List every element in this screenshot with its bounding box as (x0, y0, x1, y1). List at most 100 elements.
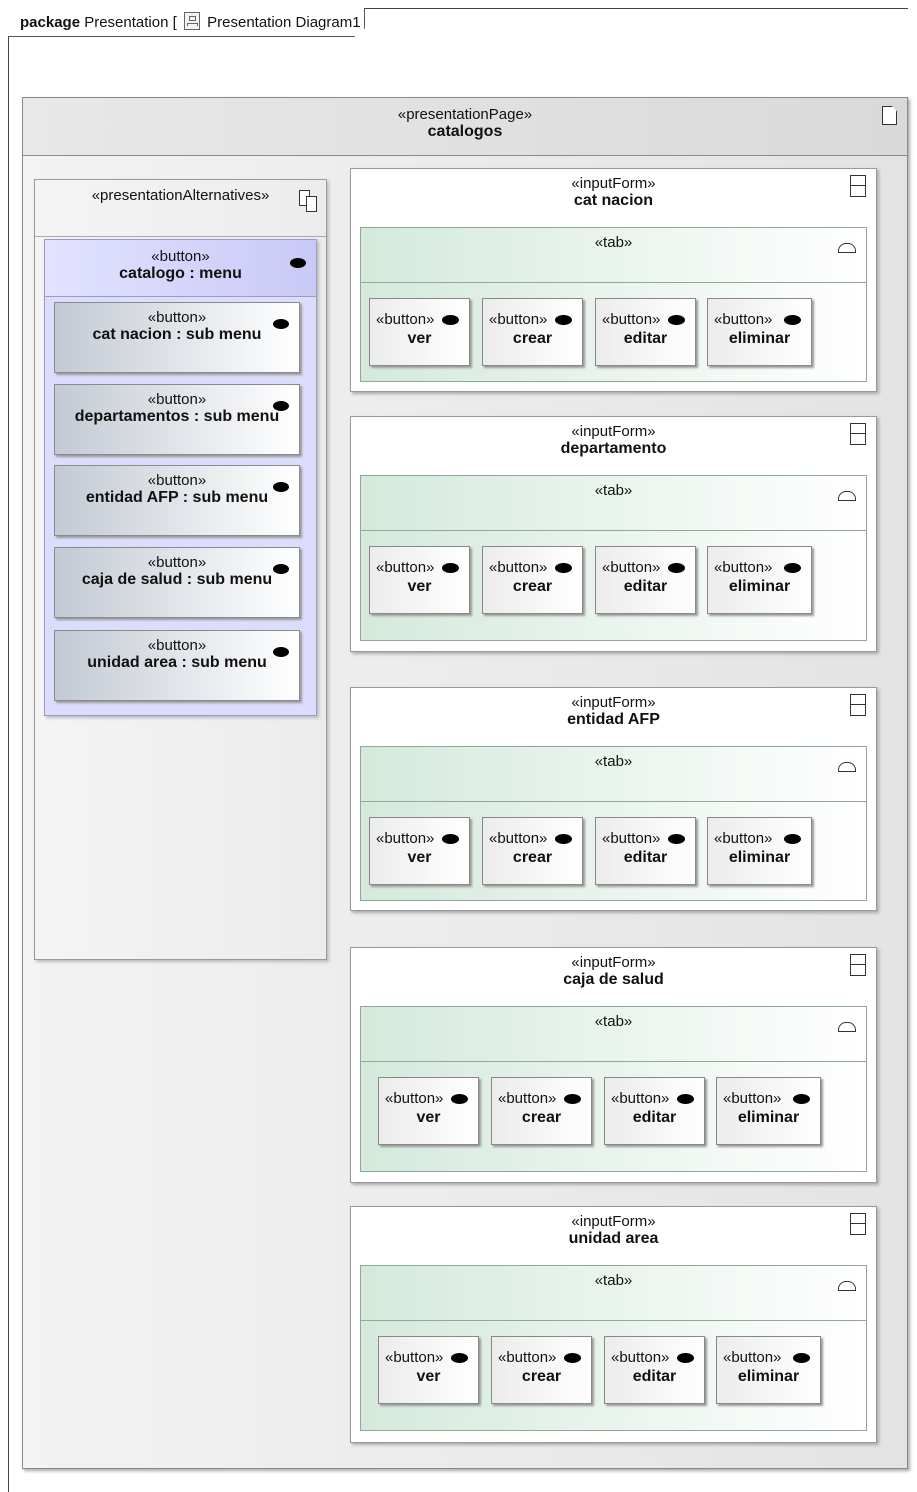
crear-button[interactable]: «button»crear (482, 546, 583, 614)
input-form-entidad-afp[interactable]: «inputForm» entidad AFP «tab» «button»ve… (350, 687, 877, 911)
crear-button[interactable]: «button»crear (482, 298, 583, 366)
alternatives-header: «presentationAlternatives» (35, 180, 326, 237)
tab-icon (838, 1281, 856, 1291)
button-label: editar (623, 849, 668, 866)
submenu-stereotype: «button» (147, 637, 207, 654)
input-form-departamento[interactable]: «inputForm» departamento «tab» «button»v… (350, 416, 877, 652)
form-name: caja de salud (563, 971, 664, 988)
button-stereotype: «button» (602, 830, 661, 847)
button-label: editar (623, 578, 668, 595)
tab-header: «tab» (361, 747, 866, 802)
form-tab[interactable]: «tab» «button»ver «button»crear «button»… (360, 1006, 867, 1172)
ver-button[interactable]: «button»ver (378, 1336, 479, 1404)
alternatives-stereotype: «presentationAlternatives» (91, 187, 270, 204)
package-frame-top (8, 8, 908, 9)
button-stereotype: «button» (498, 1349, 557, 1366)
button-label: eliminar (728, 578, 791, 595)
button-dot-icon (668, 834, 685, 844)
button-dot-icon (564, 1353, 581, 1363)
catalogo-menu[interactable]: «button» catalogo : menu «button» cat na… (44, 239, 317, 716)
form-tab[interactable]: «tab» «button» ver «button»crear «button»… (360, 227, 867, 382)
eliminar-button[interactable]: «button»eliminar (716, 1336, 821, 1404)
submenu-name: cat nacion : sub menu (92, 326, 262, 343)
button-label: crear (512, 330, 553, 347)
form-tab[interactable]: «tab» «button»ver «button» crear «button»… (360, 1265, 867, 1431)
form-stereotype: «inputForm» (571, 423, 656, 440)
editar-button[interactable]: «button»editar (604, 1336, 705, 1404)
submenu-button[interactable]: «button» departamentos : sub menu (54, 384, 300, 455)
form-icon (850, 1213, 866, 1235)
page-name: catalogos (427, 123, 503, 140)
tab-stereotype: «tab» (594, 234, 633, 251)
editar-button[interactable]: «button»editar (595, 298, 696, 366)
form-stereotype: «inputForm» (571, 175, 656, 192)
button-dot-icon (793, 1094, 810, 1104)
button-dot-icon (451, 1094, 468, 1104)
button-label: crear (521, 1109, 562, 1126)
button-dot-icon (442, 563, 459, 573)
button-dot-icon (273, 401, 289, 411)
submenu-name: departamentos : sub menu (74, 408, 280, 425)
ver-button[interactable]: «button»ver (378, 1077, 479, 1145)
form-icon (850, 954, 866, 976)
button-dot-icon (273, 564, 289, 574)
tab-header: «tab» (361, 1266, 866, 1321)
submenu-button[interactable]: «button» entidad AFP : sub menu (54, 465, 300, 536)
ver-button[interactable]: «button» ver (369, 298, 470, 366)
submenu-button[interactable]: «button» unidad area : sub menu (54, 630, 300, 701)
button-stereotype: «button» (723, 1090, 782, 1107)
bracket-open: [ (172, 14, 177, 31)
tab-stereotype: «tab» (594, 753, 633, 770)
button-label: crear (521, 1368, 562, 1385)
button-stereotype: «button» (385, 1090, 444, 1107)
button-dot-icon (784, 834, 801, 844)
eliminar-button[interactable]: «button» eliminar (716, 1077, 821, 1145)
button-dot-icon (273, 647, 289, 657)
eliminar-button[interactable]: «button»eliminar (707, 298, 812, 366)
ver-button[interactable]: «button»ver (369, 546, 470, 614)
button-stereotype: «button» (723, 1349, 782, 1366)
button-label: editar (632, 1109, 677, 1126)
form-tab[interactable]: «tab» «button»ver «button»crear «button»… (360, 746, 867, 901)
button-label: eliminar (737, 1109, 800, 1126)
eliminar-button[interactable]: «button»eliminar (707, 546, 812, 614)
button-dot-icon (784, 563, 801, 573)
submenu-button[interactable]: «button» cat nacion : sub menu (54, 302, 300, 373)
button-label: eliminar (728, 849, 791, 866)
tab-icon (838, 491, 856, 501)
input-form-unidad-area[interactable]: «inputForm» unidad area «tab» «button»ve… (350, 1206, 877, 1443)
eliminar-button[interactable]: «button»eliminar (707, 817, 812, 885)
bracket-close: ] (364, 14, 369, 31)
page-header: «presentationPage» catalogos (23, 98, 907, 156)
form-name: departamento (560, 440, 667, 457)
input-form-caja-de-salud[interactable]: «inputForm» caja de salud «tab» «button»… (350, 947, 877, 1183)
editar-button[interactable]: «button»editar (595, 546, 696, 614)
button-dot-icon (555, 834, 572, 844)
menu-header: «button» catalogo : menu (45, 240, 316, 297)
input-form-cat-nacion[interactable]: «inputForm» cat nacion «tab» «button»ver… (350, 168, 877, 392)
tab-icon (838, 243, 856, 253)
button-dot-icon (442, 315, 459, 325)
tab-icon (838, 1022, 856, 1032)
button-label: ver (407, 578, 432, 595)
submenu-button[interactable]: «button» caja de salud : sub menu (54, 547, 300, 618)
diagram-name: Presentation Diagram1 (207, 14, 361, 31)
button-stereotype: «button» (376, 311, 435, 328)
button-dot-icon (273, 482, 289, 492)
submenu-stereotype: «button» (147, 554, 207, 571)
button-label: editar (623, 330, 668, 347)
crear-button[interactable]: «button»crear (482, 817, 583, 885)
package-frame-left (8, 8, 9, 1492)
button-label: crear (512, 849, 553, 866)
crear-button[interactable]: «button»crear (491, 1077, 592, 1145)
editar-button[interactable]: «button»editar (604, 1077, 705, 1145)
editar-button[interactable]: «button» editar (595, 817, 696, 885)
page-stereotype: «presentationPage» (397, 106, 533, 123)
ver-button[interactable]: «button»ver (369, 817, 470, 885)
package-name: Presentation (84, 14, 169, 31)
submenu-name: unidad area : sub menu (87, 654, 267, 671)
form-tab[interactable]: «tab» «button»ver «button»crear «button»… (360, 475, 867, 641)
button-label: ver (407, 330, 432, 347)
form-stereotype: «inputForm» (571, 1213, 656, 1230)
crear-button[interactable]: «button» crear (491, 1336, 592, 1404)
